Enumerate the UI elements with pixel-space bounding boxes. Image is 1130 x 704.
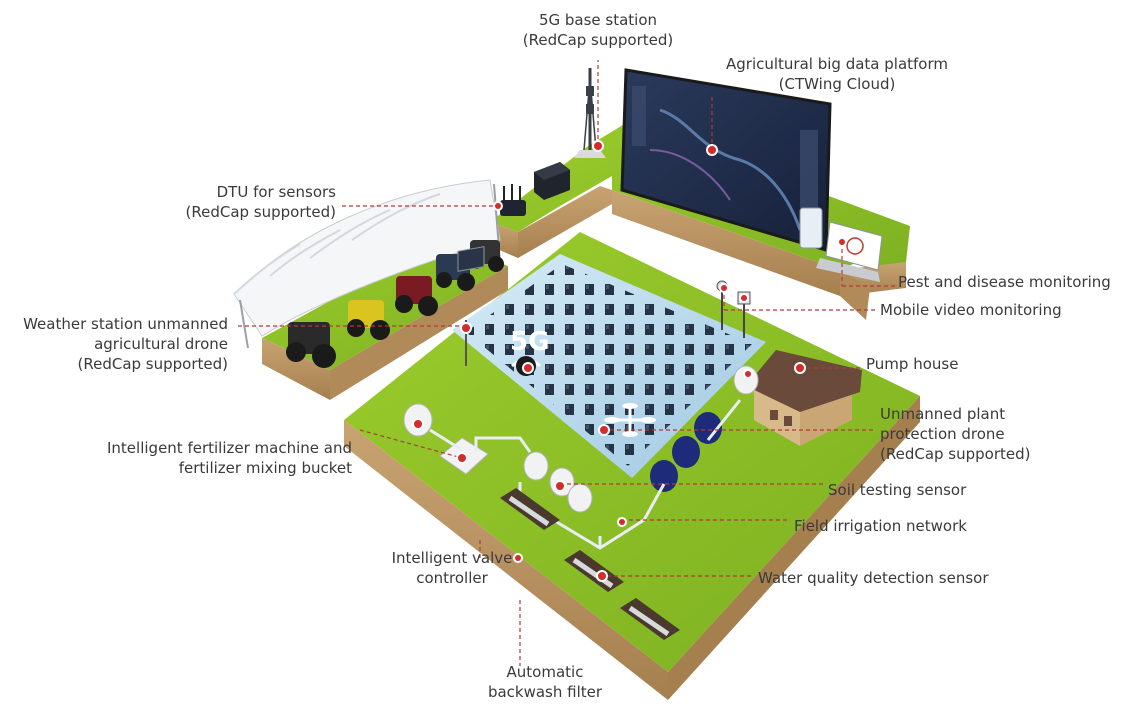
5g-badge: 5G	[510, 327, 549, 357]
label-line: Weather station unmanned	[23, 315, 228, 333]
label-backwash-filter: Automatic backwash filter	[470, 662, 620, 702]
label-line: protection drone	[880, 425, 1005, 443]
label-big-data-platform: Agricultural big data platform (CTWing C…	[696, 54, 978, 94]
label-line: (CTWing Cloud)	[778, 75, 896, 93]
plant-protection-drone	[604, 403, 656, 437]
crop-field	[452, 254, 766, 478]
label-line: Intelligent fertilizer machine and	[107, 439, 352, 457]
label-line: Pest and disease monitoring	[898, 273, 1111, 291]
label-irrigation-network: Field irrigation network	[794, 516, 1004, 536]
tablet	[799, 207, 823, 249]
label-line: Unmanned plant	[880, 405, 1006, 423]
label-pest-monitoring: Pest and disease monitoring	[898, 272, 1126, 292]
label-valve-controller: Intelligent valve controller	[376, 548, 528, 588]
label-weather-station: Weather station unmanned agricultural dr…	[4, 314, 228, 374]
dtu-router	[500, 184, 526, 216]
label-line: controller	[416, 569, 488, 587]
label-line: Agricultural big data platform	[726, 55, 948, 73]
server-box	[534, 162, 570, 200]
label-line: Intelligent valve	[391, 549, 513, 567]
label-line: fertilizer mixing bucket	[178, 459, 352, 477]
label-water-quality-sensor: Water quality detection sensor	[758, 568, 1018, 588]
label-plant-protection-drone: Unmanned plant protection drone (RedCap …	[880, 404, 1080, 464]
leader-lines	[238, 60, 898, 666]
pump-house	[746, 350, 862, 446]
label-line: (RedCap supported)	[185, 203, 337, 221]
label-line: Soil testing sensor	[828, 481, 967, 499]
label-line: Field irrigation network	[794, 517, 967, 535]
label-line: 5G base station	[538, 11, 658, 29]
label-line: Mobile video monitoring	[880, 301, 1062, 319]
sensor-markers	[412, 140, 847, 582]
big-data-screen	[620, 68, 832, 252]
label-line: backwash filter	[487, 683, 603, 701]
label-line: DTU for sensors	[216, 183, 336, 201]
backwash-filters	[500, 488, 680, 640]
label-line: Water quality detection sensor	[758, 569, 989, 587]
label-soil-sensor: Soil testing sensor	[828, 480, 1028, 500]
label-line: Pump house	[866, 355, 959, 373]
label-fertilizer-machine: Intelligent fertilizer machine and ferti…	[70, 438, 352, 478]
label-line: (RedCap supported)	[77, 355, 229, 373]
label-video-monitoring: Mobile video monitoring	[880, 300, 1120, 320]
tractor-fleet	[286, 240, 504, 368]
label-pump-house: Pump house	[866, 354, 1026, 374]
label-dtu-sensors: DTU for sensors (RedCap supported)	[120, 182, 337, 222]
label-line: agricultural drone	[94, 335, 228, 353]
laptop	[816, 221, 883, 282]
label-line: (RedCap supported)	[880, 445, 1031, 463]
fertilizer-tanks	[403, 365, 759, 513]
label-base-station: 5G base station (RedCap supported)	[488, 10, 708, 50]
label-line: (RedCap supported)	[522, 31, 674, 49]
label-line: Automatic	[506, 663, 584, 681]
water-tanks	[650, 412, 722, 492]
